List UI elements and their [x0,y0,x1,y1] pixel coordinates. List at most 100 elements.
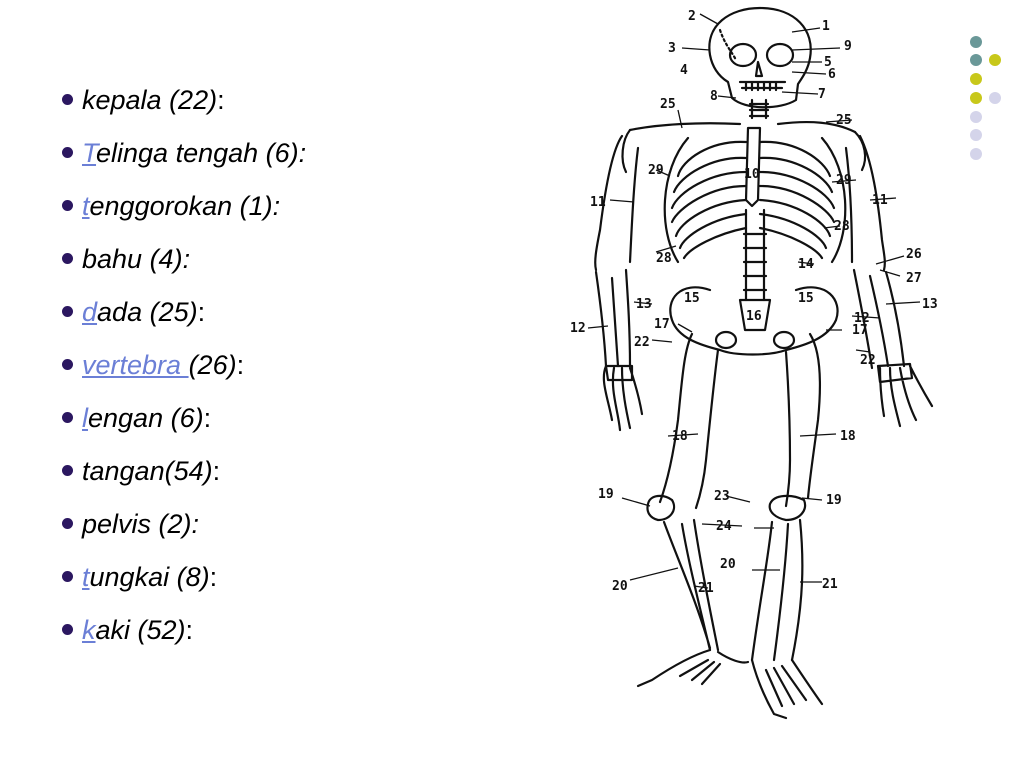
bullet-dot [62,624,73,636]
bullet-item: tungkai (8): [62,555,306,608]
bullet-item: Telinga tengah (6): [62,131,306,184]
item-suffix: : [212,456,221,486]
eye-socket-right [765,42,795,68]
deco-dot [970,36,982,48]
patella-left [646,494,676,522]
deco-dot [989,54,1001,66]
item-suffix: : [236,350,245,380]
bullet-dot [62,571,73,583]
bullet-list: kepala (22): Telinga tengah (6): tenggor… [62,78,306,661]
deco-dot [970,111,982,123]
decorative-dots [970,36,1001,160]
skull [708,6,812,109]
clavicle-left [628,122,742,132]
diagram-label: 22 [860,353,876,368]
item-link[interactable]: l [82,403,88,433]
deco-dot [970,92,982,104]
deco-dot [970,54,982,66]
diagram-label: 18 [840,429,856,444]
skull-suture [718,28,738,62]
diagram-label: 24 [716,519,732,534]
diagram-label: 22 [634,335,650,350]
diagram-label: 1 [822,19,830,34]
diagram-label: 20 [612,579,628,594]
bullet-item: dada (25): [62,290,306,343]
bullet-dot [62,518,73,530]
tibia-fibula-right [750,518,804,662]
item-text: engan (6) [88,403,204,433]
diagram-label: 19 [826,493,842,508]
lumbar-spine [742,208,768,302]
nasal-cavity [754,60,764,78]
diagram-label: 19 [598,487,614,502]
diagram-label: 9 [844,39,852,54]
scapula-right [853,130,867,172]
eye-socket-left [728,42,758,68]
item-text: elinga tengah (6): [96,138,307,168]
bullet-dot [62,465,73,477]
diagram-label: 20 [720,557,736,572]
obturator-left [714,330,738,350]
diagram-label: 3 [668,41,676,56]
diagram-label: 21 [822,577,838,592]
item-suffix: : [209,562,218,592]
diagram-label: 26 [906,247,922,262]
diagram-label: 16 [746,309,762,324]
diagram-label: 27 [906,271,922,286]
diagram-label: 28 [834,219,850,234]
pelvis [669,286,839,356]
item-link[interactable]: t [82,562,90,592]
bullet-item: vertebra (26): [62,343,306,396]
item-link[interactable]: vertebra [82,350,189,380]
diagram-label: 6 [828,67,836,82]
scapula-left [621,128,632,174]
diagram-label: 15 [684,291,700,306]
item-text: enggorokan (1): [89,191,281,221]
item-text: (26) [188,350,237,380]
item-link[interactable]: k [82,615,96,645]
bullet-item: kaki (52): [62,608,306,661]
item-text: bahu (4): [82,244,191,274]
bullet-dot [62,306,73,318]
bullet-item: bahu (4): [62,237,306,290]
bullet-dot [62,253,73,265]
item-text: ungkai (8) [89,562,210,592]
item-suffix: : [203,403,212,433]
femur-left [658,332,720,510]
diagram-label: 11 [590,195,606,210]
sternum [744,126,762,208]
tibia-fibula-left [662,518,720,652]
patella-right [768,494,807,522]
cervical-spine [748,98,770,120]
sacrum [738,298,772,332]
item-link[interactable]: T [82,138,97,168]
diagram-label: 14 [798,257,814,272]
deco-dot [989,92,1001,104]
item-link[interactable]: d [82,297,98,327]
bullet-item: pelvis (2): [62,502,306,555]
deco-dot [970,73,982,85]
diagram-label: 29 [648,163,664,178]
diagram-label: 29 [836,173,852,188]
diagram-label: 23 [714,489,730,504]
bullet-dot [62,147,73,159]
ribs-left [670,140,748,260]
diagram-label: 12 [854,311,870,326]
diagram-label: 15 [798,291,814,306]
foot-right [750,658,824,720]
deco-dot [970,148,982,160]
item-text: pelvis (2): [82,509,200,539]
item-suffix: : [185,615,194,645]
femur-right [784,332,822,508]
foot-left [636,648,750,688]
bullet-dot [62,200,73,212]
diagram-label: 28 [656,251,672,266]
ribs-right [758,140,836,260]
bullet-item: lengan (6): [62,396,306,449]
radius-ulna-right [852,268,906,370]
item-text: ada (25) [97,297,198,327]
item-text: kepala (22) [82,85,218,115]
item-link[interactable]: t [82,191,90,221]
clavicle-right [776,120,857,134]
hand-left [602,364,644,432]
